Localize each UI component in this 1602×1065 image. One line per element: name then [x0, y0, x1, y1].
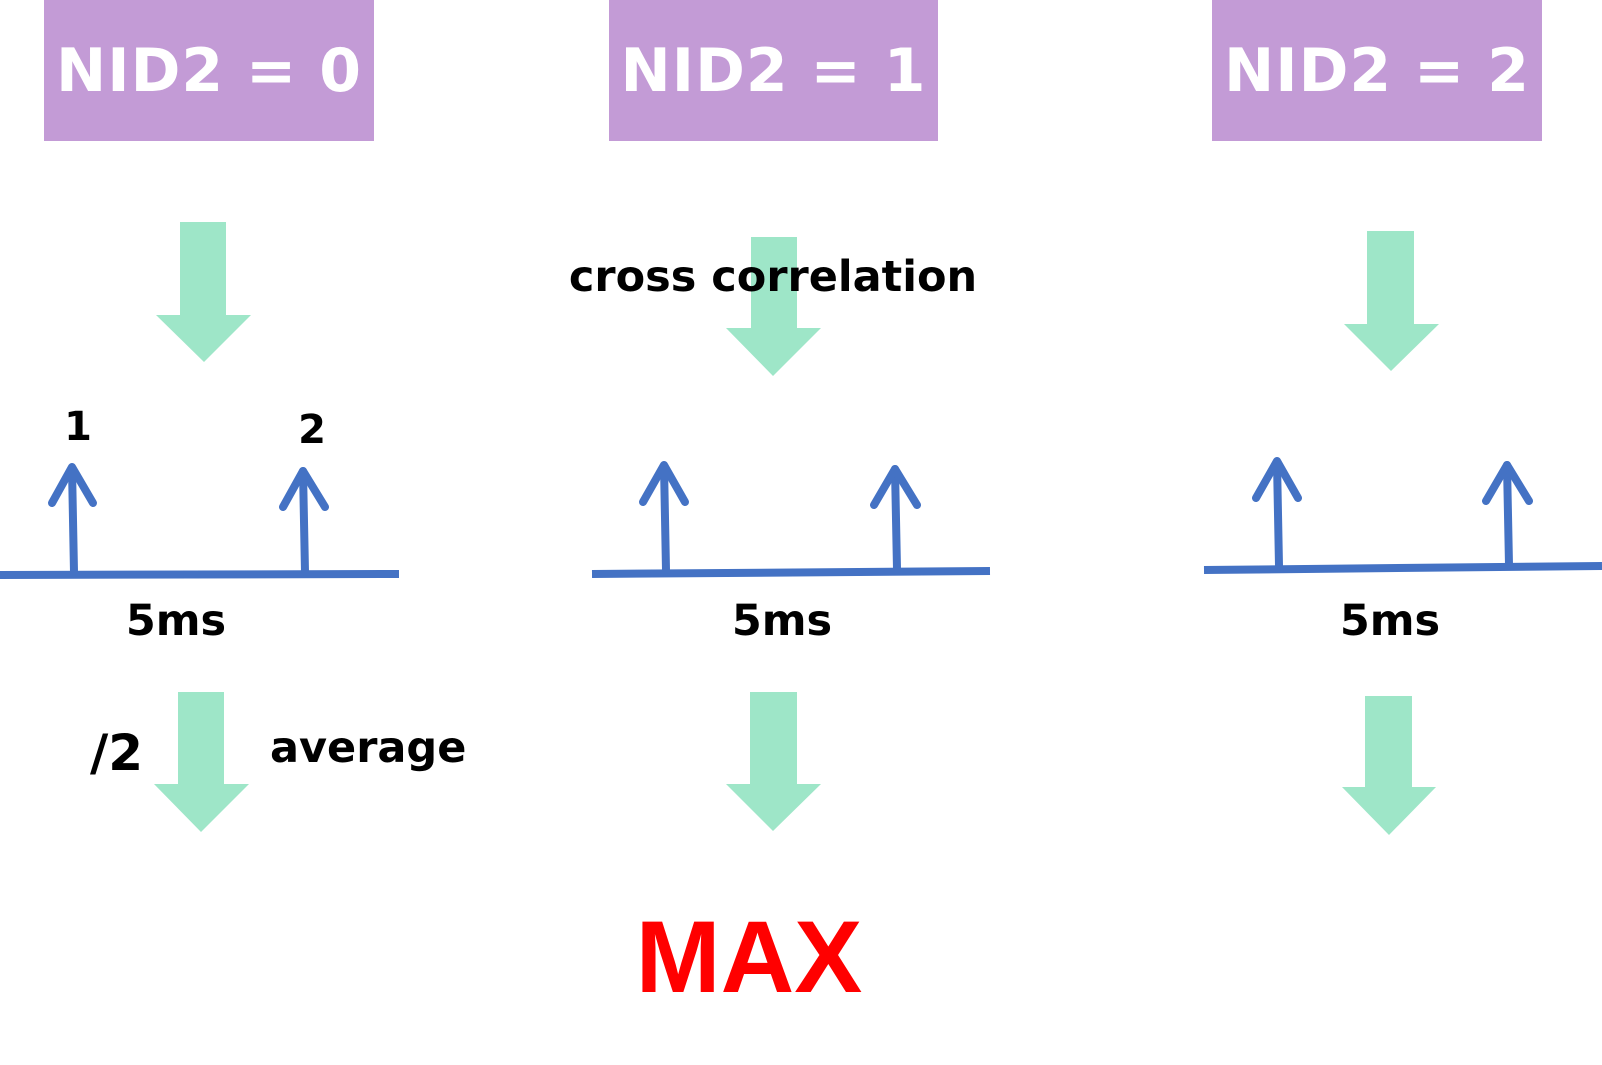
- time-axis-col2: [1203, 562, 1602, 574]
- impulse-train-col2: [1203, 457, 1602, 574]
- max-result-label: MAX: [635, 900, 863, 1014]
- down-arrow-col1-bottom: [726, 692, 821, 831]
- impulse-1-head-col0: [48, 463, 97, 507]
- impulse-2-col1: [891, 465, 901, 573]
- peak-label-2: 2: [298, 407, 326, 453]
- down-arrow-col2-bottom: [1342, 696, 1436, 835]
- nid2-0-box: NID2 = 0: [44, 0, 374, 141]
- nid2-1-box: NID2 = 1: [609, 0, 938, 141]
- impulse-1-head-col2: [1252, 457, 1302, 502]
- impulse-2-col2: [1503, 461, 1513, 569]
- peak-label-1: 1: [64, 404, 92, 450]
- impulse-1-head-col1: [639, 461, 689, 506]
- impulse-train-col0: [0, 463, 400, 579]
- time-axis-col1: [591, 567, 991, 578]
- down-arrow-col1-top: [726, 237, 821, 376]
- cross-correlation-label: cross correlation: [568, 252, 978, 302]
- impulse-2-col0: [299, 467, 309, 576]
- average-label: average: [270, 723, 467, 773]
- impulse-train-col1: [591, 461, 991, 578]
- time-label-col0: 5ms: [125, 596, 227, 646]
- divide-by-two-label: /2: [90, 724, 144, 782]
- nid2-2-box: NID2 = 2: [1212, 0, 1542, 141]
- time-axis-col0: [0, 570, 400, 579]
- impulse-2-head-col1: [870, 465, 921, 509]
- impulse-1-col0: [68, 464, 78, 576]
- down-arrow-col2-top: [1344, 231, 1439, 371]
- impulse-2-head-col0: [279, 467, 329, 511]
- impulse-2-head-col2: [1482, 461, 1533, 505]
- down-arrow-col0-top: [156, 222, 251, 362]
- down-arrow-col0-bottom: [154, 692, 249, 832]
- impulse-1-col1: [660, 462, 670, 574]
- impulse-1-col2: [1273, 458, 1283, 570]
- time-label-col2: 5ms: [1339, 596, 1441, 646]
- time-label-col1: 5ms: [731, 596, 833, 646]
